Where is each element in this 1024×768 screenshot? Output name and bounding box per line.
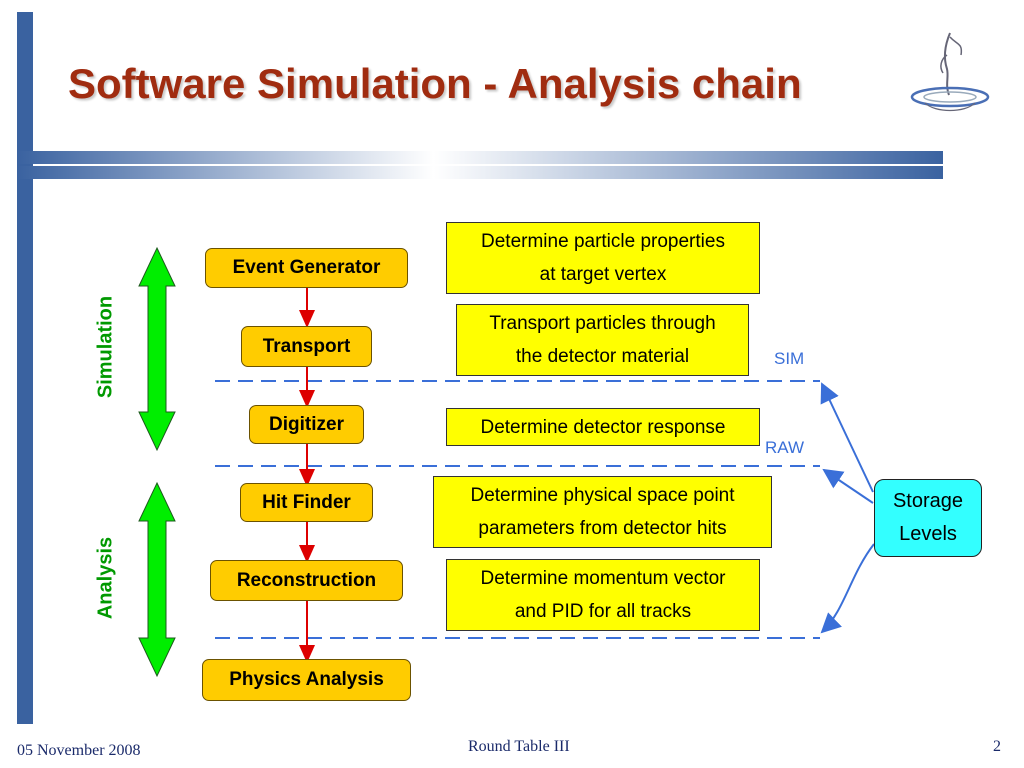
- step-label: Physics Analysis: [229, 669, 384, 690]
- step-label: Transport: [262, 335, 351, 357]
- description-line: Determine physical space point: [470, 485, 735, 506]
- storage-line: Levels: [899, 523, 957, 545]
- step-label: Digitizer: [269, 413, 344, 435]
- accent-bar-left: [17, 12, 33, 724]
- step-label: Hit Finder: [262, 491, 351, 513]
- footer-title: Round Table III: [468, 738, 570, 755]
- description-digitizer: Determine detector response: [446, 408, 760, 446]
- page-number: 2: [993, 738, 1001, 755]
- step-label: Event Generator: [232, 257, 381, 278]
- description-hit-finder: Determine physical space point parameter…: [433, 476, 772, 548]
- description-line: Determine particle properties: [481, 231, 725, 252]
- storage-arrow-sim: [820, 382, 874, 493]
- storage-levels-box: Storage Levels: [874, 479, 982, 557]
- simulation-double-arrow-icon: [138, 246, 176, 452]
- accent-bar-top: [17, 151, 943, 164]
- storage-arrow-raw: [822, 468, 874, 504]
- description-line: parameters from detector hits: [478, 518, 727, 539]
- step-physics-analysis: Physics Analysis: [202, 659, 411, 701]
- step-transport: Transport: [241, 326, 372, 367]
- description-line: at target vertex: [539, 264, 667, 285]
- description-transport: Transport particles through the detector…: [456, 304, 749, 376]
- simulation-label: Simulation: [94, 295, 117, 399]
- accent-bar-bottom: [17, 166, 943, 179]
- analysis-double-arrow-icon: [138, 481, 176, 678]
- institution-logo-icon: [910, 32, 990, 112]
- raw-level-tag: RAW: [765, 438, 805, 457]
- description-line: Transport particles through: [489, 313, 716, 334]
- storage-arrow-analysis: [820, 543, 875, 634]
- step-reconstruction: Reconstruction: [210, 560, 403, 601]
- description-event-generator: Determine particle properties at target …: [446, 222, 760, 294]
- description-line: and PID for all tracks: [514, 601, 692, 622]
- description-reconstruction: Determine momentum vector and PID for al…: [446, 559, 760, 631]
- slide-title: Software Simulation - Analysis chain: [68, 60, 802, 107]
- footer-date: 05 November 2008: [17, 742, 141, 759]
- step-label: Reconstruction: [236, 569, 377, 591]
- storage-line: Storage: [892, 490, 964, 512]
- description-line: Determine detector response: [480, 416, 726, 438]
- step-hit-finder: Hit Finder: [240, 483, 373, 522]
- analysis-label: Analysis: [94, 536, 117, 620]
- step-event-generator: Event Generator: [205, 248, 408, 288]
- sim-level-tag: SIM: [774, 349, 805, 368]
- description-line: the detector material: [515, 346, 690, 367]
- description-line: Determine momentum vector: [480, 568, 726, 589]
- step-digitizer: Digitizer: [249, 405, 364, 444]
